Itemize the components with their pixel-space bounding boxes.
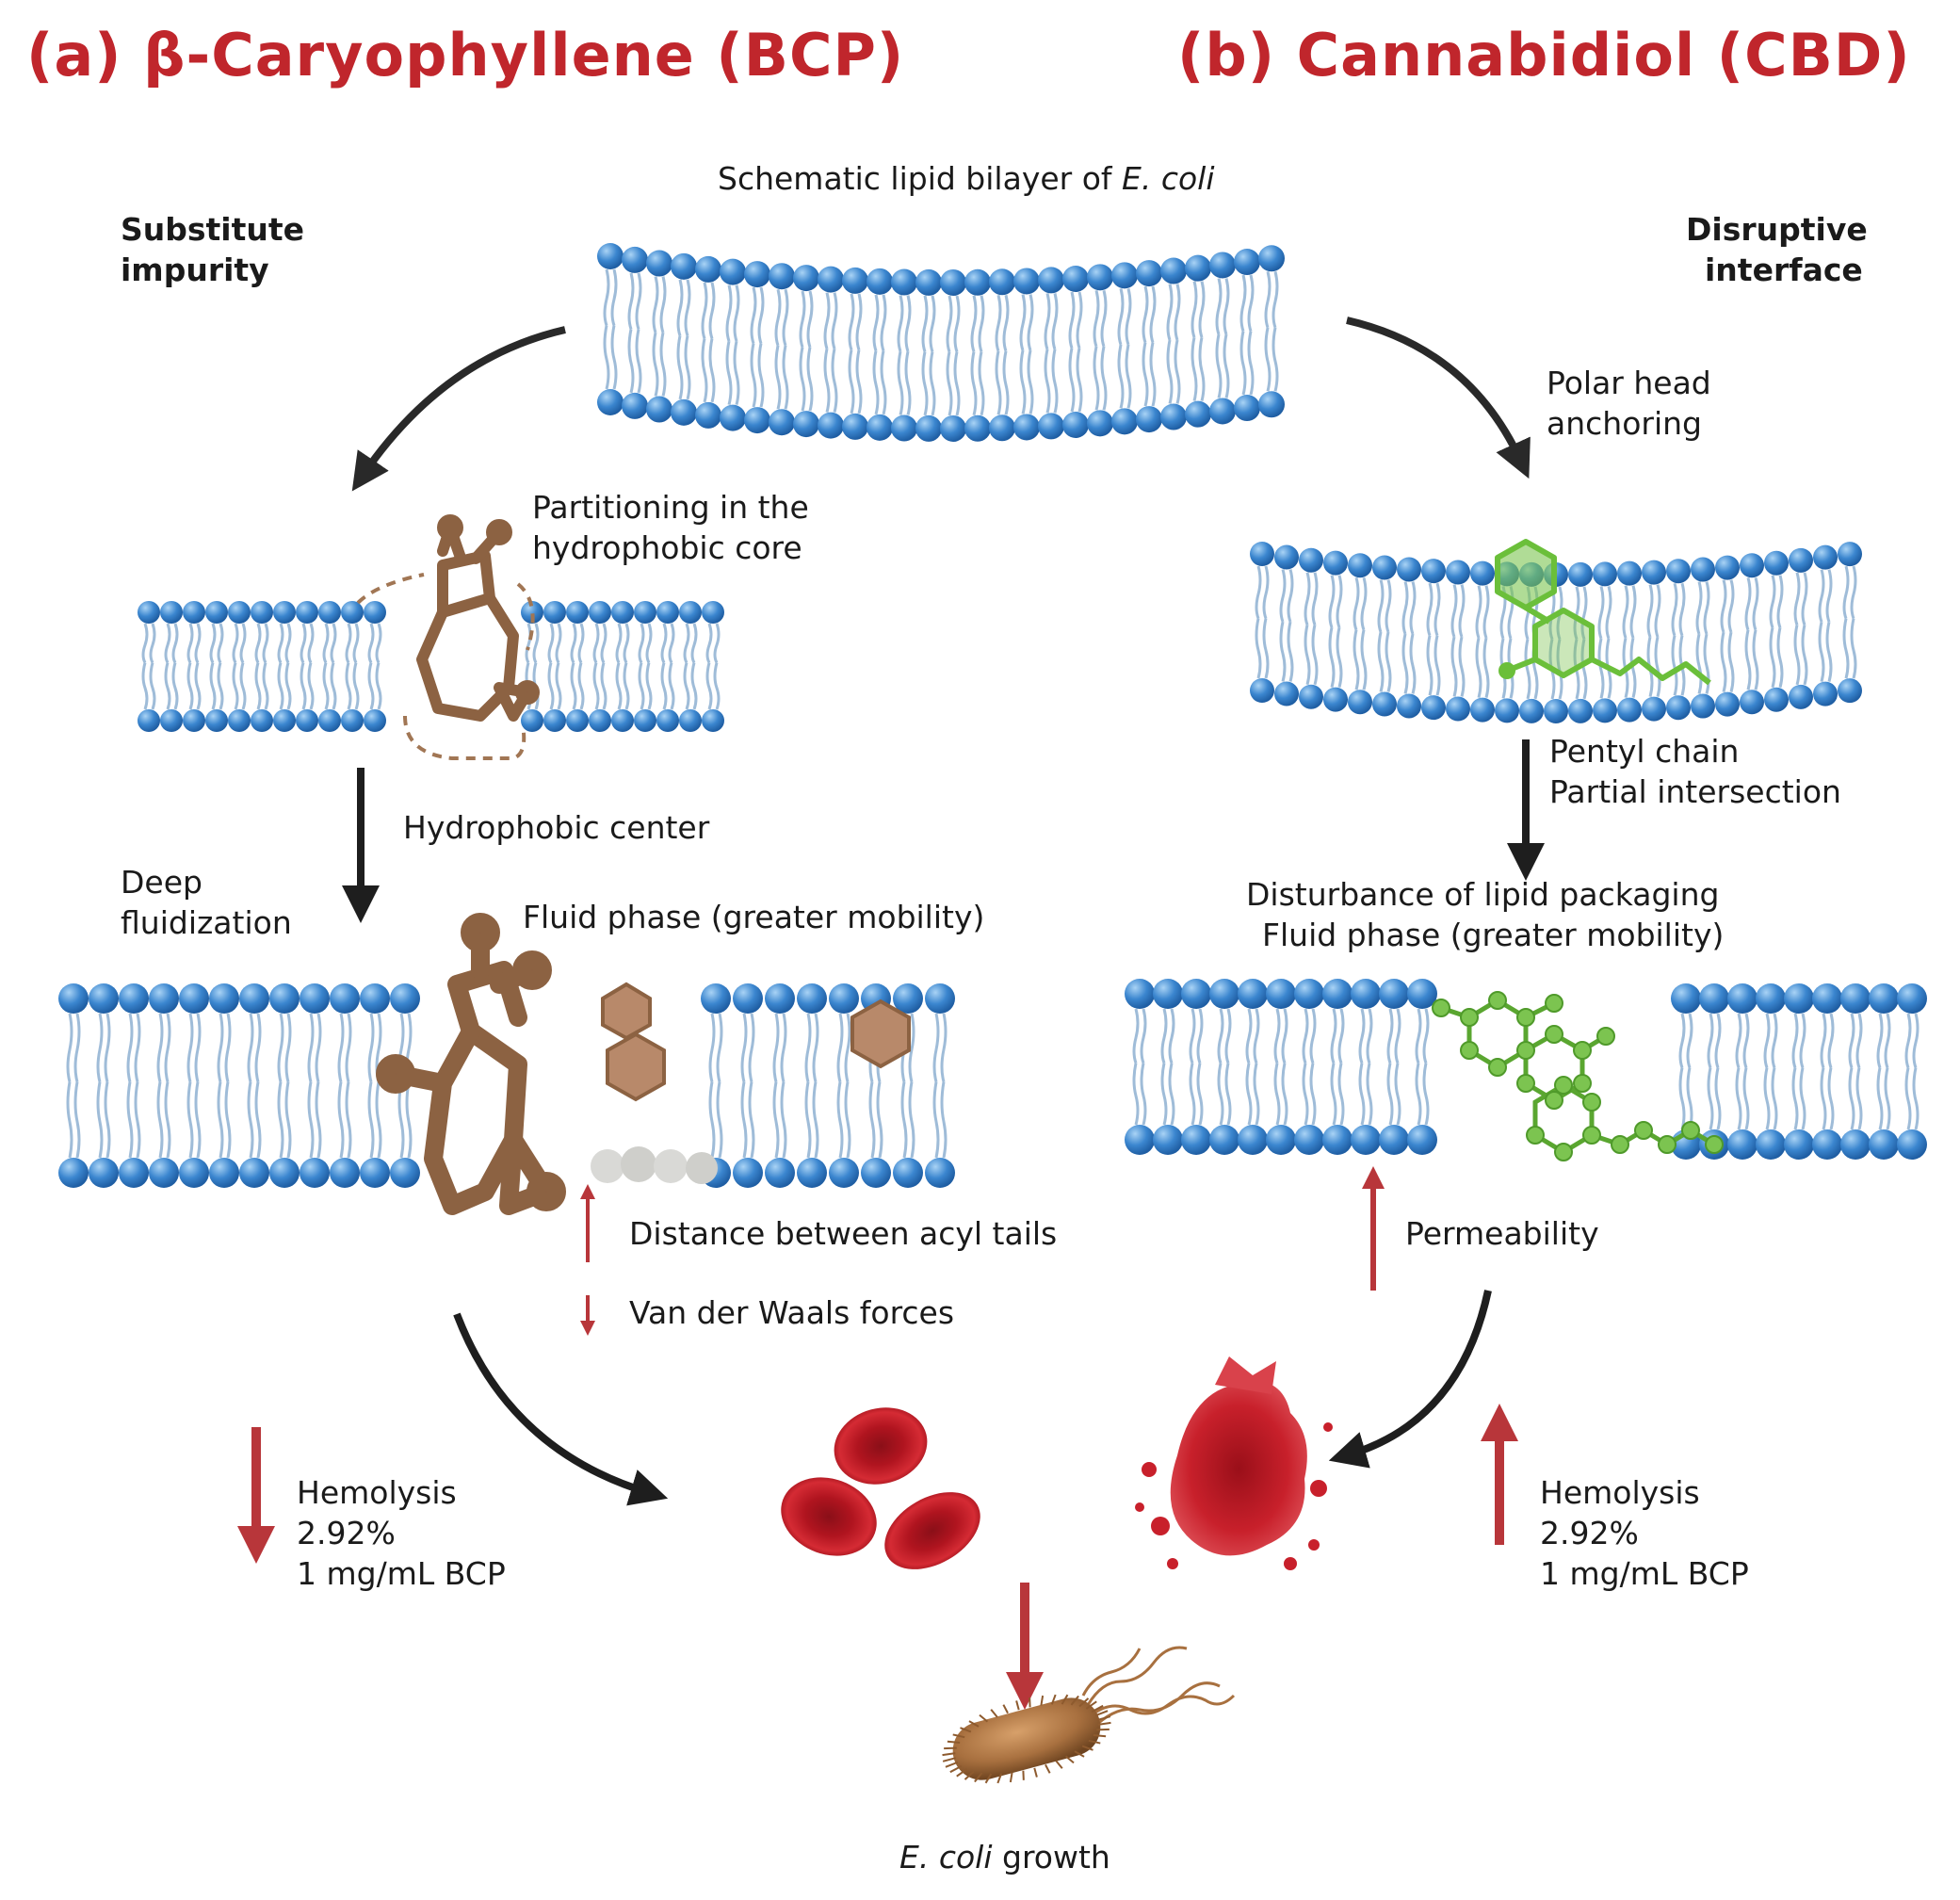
arrow-left-bottom [453,1312,669,1506]
grey-spheres [591,1146,718,1184]
pentyl-line2: Partial intersection [1549,773,1841,810]
membrane-top [597,243,1285,442]
membrane-bcp-right [521,601,724,732]
membrane-cbd-fluid-right [1671,983,1927,1160]
hydrophobic-center-label: Hydrophobic center [403,809,710,846]
cbd-molecule-small [1495,539,1711,686]
disturb-line2: Fluid phase (greater mobility) [1262,917,1725,953]
cbd-mode-line1: Disruptive [1686,211,1868,248]
bcp-molecule-large [376,913,566,1215]
cbd-mode-line2: interface [1705,252,1863,288]
partition-line2: hydrophobic core [532,529,802,566]
panel-b-title: (b) Cannabidiol (CBD) [1177,21,1911,89]
red-blood-cells [781,1407,980,1569]
membrane-bcp-fluid-right [701,983,955,1188]
ecoli-growth-species: E. coli [899,1839,993,1876]
disturb-line1: Disturbance of lipid packaging [1246,876,1720,913]
ecoli-growth-word: growth [992,1839,1110,1876]
dashed-outline [356,573,535,760]
hemolysis-right-line2: 2.92% [1540,1515,1639,1551]
cbd-molecule-large [1432,991,1724,1161]
ecoli-bacterium [942,1646,1236,1784]
bcp-rings-fluid [601,982,911,1102]
pentyl-line1: Pentyl chain [1549,733,1740,770]
membrane-bcp-left [138,601,386,732]
bilayer-label-main: Schematic lipid bilayer of [718,160,1122,197]
hemolysis-right-line3: 1 mg/mL BCP [1540,1555,1749,1592]
vdw-label: Van der Waals forces [629,1294,955,1331]
membrane-cbd-fluid-left [1125,979,1437,1155]
polar-line1: Polar head [1547,365,1711,401]
hemolysis-left-line2: 2.92% [297,1515,396,1551]
bilayer-label-species: E. coli [1122,160,1215,197]
fluid-phase-left-label: Fluid phase (greater mobility) [523,899,985,935]
bcp-mode-line2: impurity [121,252,269,288]
deep-line2: fluidization [121,904,292,941]
arrow-right-bottom [1328,1290,1492,1469]
deep-line1: Deep [121,864,202,901]
polar-line2: anchoring [1547,405,1702,442]
distance-tails-label: Distance between acyl tails [629,1215,1058,1252]
hemolysis-left-line3: 1 mg/mL BCP [297,1555,506,1592]
partition-line1: Partitioning in the [532,489,809,526]
permeability-label: Permeability [1405,1215,1599,1252]
panel-a-title: (a) β-Caryophyllene (BCP) [26,21,905,89]
bilayer-label: Schematic lipid bilayer of E. coli [718,158,1215,199]
bcp-molecule-small [416,514,540,722]
hemolysis-left-line1: Hemolysis [297,1474,457,1511]
ecoli-growth-label: E. coli growth [899,1837,1110,1877]
membrane-cbd [1250,542,1862,723]
lysed-blood-cell [1135,1356,1333,1570]
hemolysis-right-line1: Hemolysis [1540,1474,1700,1511]
membrane-bcp-fluid-left [58,983,420,1188]
arrow-left-top [351,326,566,492]
arrow-right-top [1346,317,1531,479]
bcp-mode-line1: Substitute [121,211,305,248]
